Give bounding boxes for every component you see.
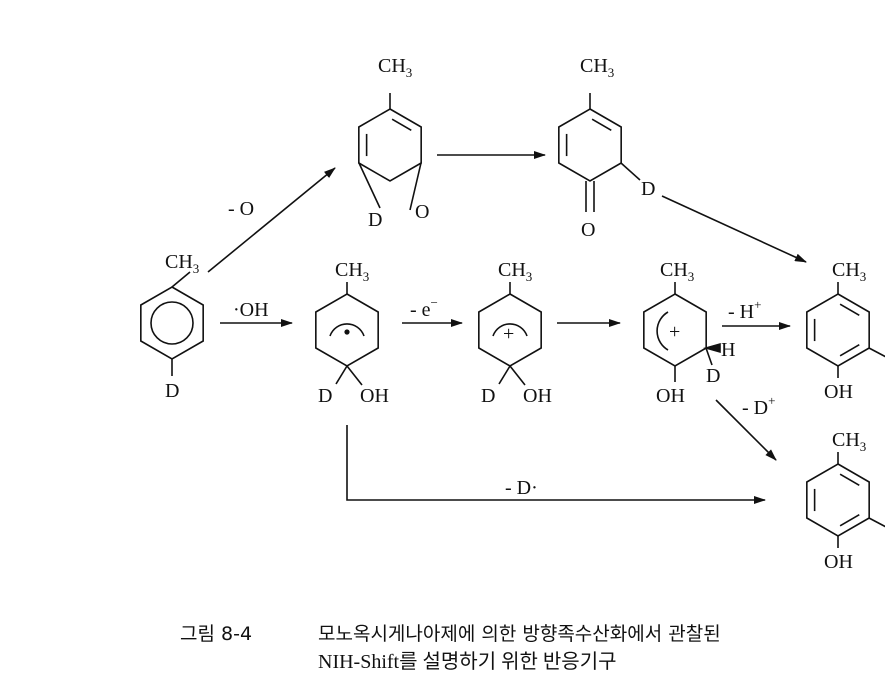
- arrow-minus-o: [207, 167, 336, 273]
- hydrogen-label: H: [721, 339, 735, 361]
- delocalized-arc: [329, 323, 365, 337]
- bond-line: [171, 271, 191, 288]
- label-minus-d: - D+: [742, 393, 775, 419]
- deuterium-label: D: [165, 380, 179, 402]
- caption-line-2: NIH-Shift를 설명하기 위한 반응기구: [318, 650, 617, 673]
- bond-line: [358, 162, 381, 209]
- oxygen-label: O: [415, 201, 429, 223]
- plus-label: +: [503, 323, 514, 345]
- ch3-label: CH3: [498, 259, 532, 284]
- deuterium-label: D: [641, 178, 655, 200]
- ch3-label: CH3: [580, 55, 614, 80]
- ch3-label: CH3: [832, 429, 866, 454]
- bond-line: [868, 517, 885, 528]
- label-minus-h: - H+: [728, 297, 761, 323]
- ch3-label: CH3: [165, 251, 199, 276]
- toluene-ring: [140, 286, 204, 360]
- arrow-minus-d-radical: [346, 425, 766, 504]
- double-bond-line: [391, 118, 412, 131]
- caption-line-1: 모노옥시게나아제에 의한 방향족수산화에서 관찰된: [318, 623, 721, 645]
- deuterium-label: D: [481, 385, 495, 407]
- hydroxyl-label: OH: [360, 385, 389, 407]
- label-minus-e: - e−: [410, 295, 438, 321]
- hashed-bond: [335, 365, 348, 385]
- label-oh-radical: ·OH: [233, 299, 269, 321]
- figure-number: 그림 8-4: [180, 623, 252, 645]
- ch3-label: CH3: [832, 259, 866, 284]
- epoxide-ring: [358, 108, 422, 182]
- bond-line: [409, 162, 422, 211]
- hydroxyl-label: OH: [656, 385, 685, 407]
- hydroxyl-label: OH: [824, 381, 853, 403]
- double-bond-line: [839, 303, 860, 316]
- bond-line: [620, 162, 641, 181]
- bond-line: [509, 365, 526, 386]
- radical-dot: [344, 329, 350, 335]
- double-bond-line: [591, 118, 612, 131]
- hydroxyl-label: OH: [824, 551, 853, 573]
- label-minus-d-radical: - D·: [505, 477, 538, 499]
- wedge-bond: [703, 342, 721, 354]
- oxygen-label: O: [581, 219, 595, 241]
- double-bond-line: [839, 344, 860, 357]
- hydroxyl-label: OH: [523, 385, 552, 407]
- deuterium-label: D: [706, 365, 720, 387]
- arrow-minus-d: [715, 399, 777, 461]
- aromatic-circle: [150, 301, 194, 345]
- hashed-bond: [705, 347, 713, 366]
- delocalized-arc: [492, 323, 528, 337]
- bond-line: [346, 365, 363, 386]
- arrow-dienone-to-product: [661, 195, 807, 263]
- deuterium-label: D: [318, 385, 332, 407]
- bond-line: [868, 347, 885, 358]
- delocalized-arc: [656, 311, 669, 351]
- ch3-label: CH3: [335, 259, 369, 284]
- label-minus-o: - O: [228, 198, 254, 220]
- product-ring-2: [806, 463, 870, 537]
- deuterium-label: D: [368, 209, 382, 231]
- ch3-label: CH3: [378, 55, 412, 80]
- ch3-label: CH3: [660, 259, 694, 284]
- plus-label: +: [669, 321, 680, 343]
- product-ring-1: [806, 293, 870, 367]
- hashed-bond: [498, 365, 511, 385]
- double-bond-line: [839, 514, 860, 527]
- dienone-ring: [558, 108, 622, 182]
- double-bond-line: [839, 473, 860, 486]
